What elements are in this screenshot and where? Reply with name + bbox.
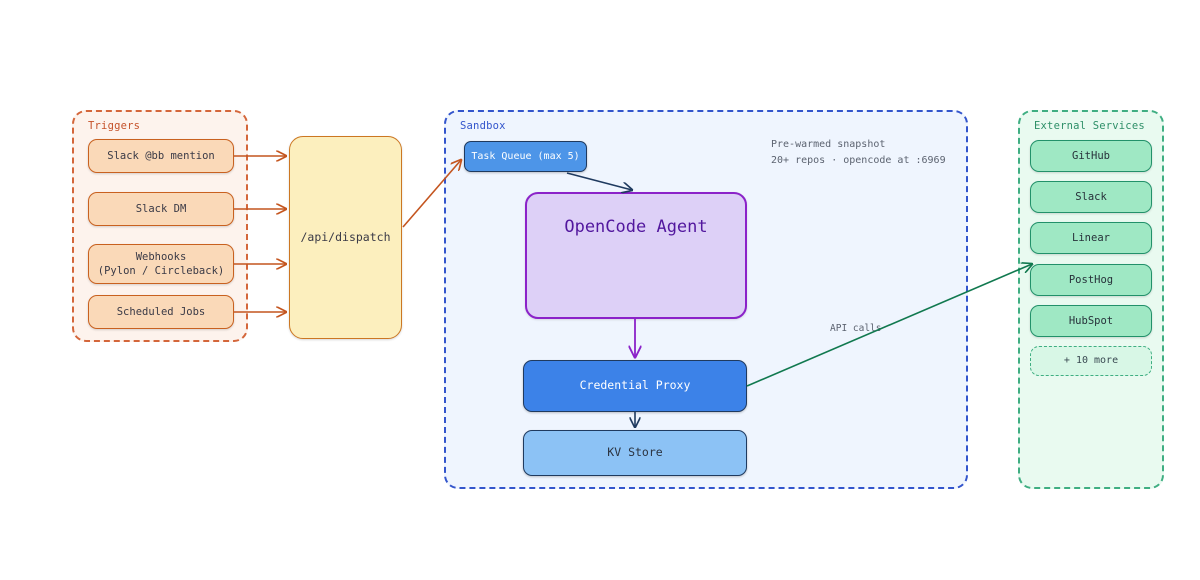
trigger-webhooks[interactable]: Webhooks (Pylon / Circleback): [88, 244, 234, 284]
service-label: Slack: [1075, 190, 1107, 203]
node-label: KV Store: [607, 445, 663, 460]
trigger-label: Slack @bb mention: [107, 149, 215, 162]
node-label: OpenCode Agent: [564, 217, 708, 237]
group-sandbox-label: Sandbox: [460, 120, 506, 132]
trigger-scheduled-jobs[interactable]: Scheduled Jobs: [88, 295, 234, 329]
group-external-services-label: External Services: [1034, 120, 1145, 132]
trigger-label: Webhooks: [135, 250, 187, 263]
node-label: /api/dispatch: [300, 229, 391, 244]
service-hubspot[interactable]: HubSpot: [1030, 305, 1152, 337]
snapshot-note-line1: Pre-warmed snapshot: [771, 139, 886, 150]
node-kv-store[interactable]: KV Store: [523, 430, 747, 476]
node-task-queue[interactable]: Task Queue (max 5): [464, 141, 587, 172]
node-label: Task Queue (max 5): [471, 150, 580, 162]
service-label: Linear: [1072, 231, 1110, 244]
service-label: PostHog: [1068, 273, 1114, 286]
trigger-label: Scheduled Jobs: [116, 305, 206, 318]
group-external-services: External Services: [1018, 110, 1164, 489]
trigger-slack-dm[interactable]: Slack DM: [88, 192, 234, 226]
group-triggers-label: Triggers: [88, 120, 141, 132]
service-github[interactable]: GitHub: [1030, 140, 1152, 172]
trigger-slack-mention[interactable]: Slack @bb mention: [88, 139, 234, 173]
sandbox-snapshot-note: Pre-warmed snapshot 20+ repos · opencode…: [771, 137, 946, 168]
trigger-sublabel: (Pylon / Circleback): [97, 265, 225, 277]
node-api-dispatch[interactable]: /api/dispatch: [289, 136, 402, 339]
service-slack[interactable]: Slack: [1030, 181, 1152, 213]
node-credential-proxy[interactable]: Credential Proxy: [523, 360, 747, 412]
trigger-label: Slack DM: [135, 202, 187, 215]
snapshot-note-line2: 20+ repos · opencode at :6969: [771, 154, 946, 166]
edge-label-api-calls: API calls: [830, 323, 882, 334]
node-label: Credential Proxy: [579, 378, 691, 393]
service-label: HubSpot: [1068, 314, 1114, 327]
service-more-placeholder[interactable]: + 10 more: [1030, 346, 1152, 376]
node-opencode-agent[interactable]: OpenCode Agent: [525, 192, 747, 319]
service-linear[interactable]: Linear: [1030, 222, 1152, 254]
service-more-label: + 10 more: [1063, 355, 1119, 367]
service-posthog[interactable]: PostHog: [1030, 264, 1152, 296]
service-label: GitHub: [1072, 149, 1110, 162]
